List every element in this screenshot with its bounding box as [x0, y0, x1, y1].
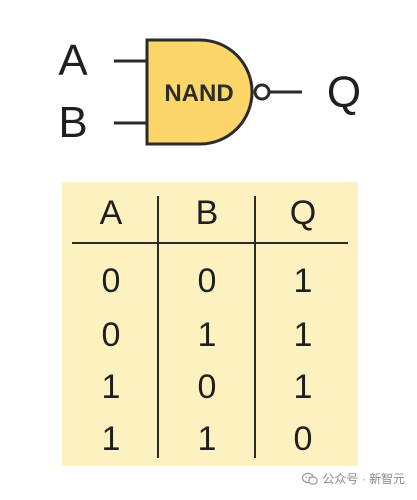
gate-label: NAND [164, 80, 233, 107]
output-q-label: Q [327, 68, 361, 117]
cell-r2-b: 1 [197, 316, 217, 354]
cell-r3-a: 1 [101, 368, 121, 406]
header-divider [72, 242, 348, 244]
header-q: Q [289, 194, 317, 232]
column-divider-1 [157, 196, 159, 458]
column-divider-2 [254, 196, 256, 458]
cell-r4-q: 0 [293, 420, 313, 458]
input-b-label: B [58, 98, 87, 147]
header-b: B [195, 194, 219, 232]
cell-r1-a: 0 [101, 262, 121, 300]
inversion-bubble [253, 83, 271, 101]
input-a-label: A [58, 36, 88, 85]
watermark-text: 公众号 · 新智元 [322, 472, 405, 486]
cell-r4-b: 1 [197, 420, 217, 458]
cell-r2-q: 1 [293, 316, 313, 354]
cell-r2-a: 0 [101, 316, 121, 354]
cell-r3-q: 1 [293, 368, 313, 406]
header-a: A [99, 194, 123, 232]
nand-gate-diagram: A B NAND Q [58, 36, 361, 147]
cell-r3-b: 0 [197, 368, 217, 406]
cell-r1-b: 0 [197, 262, 217, 300]
nand-gate-body [145, 38, 254, 146]
cell-r1-q: 1 [293, 262, 313, 300]
watermark: 公众号 · 新智元 [302, 470, 405, 487]
wechat-icon [302, 472, 319, 485]
truth-table: A B Q 0 0 1 0 1 1 1 0 1 1 1 0 [62, 182, 358, 466]
cell-r4-a: 1 [101, 420, 121, 458]
